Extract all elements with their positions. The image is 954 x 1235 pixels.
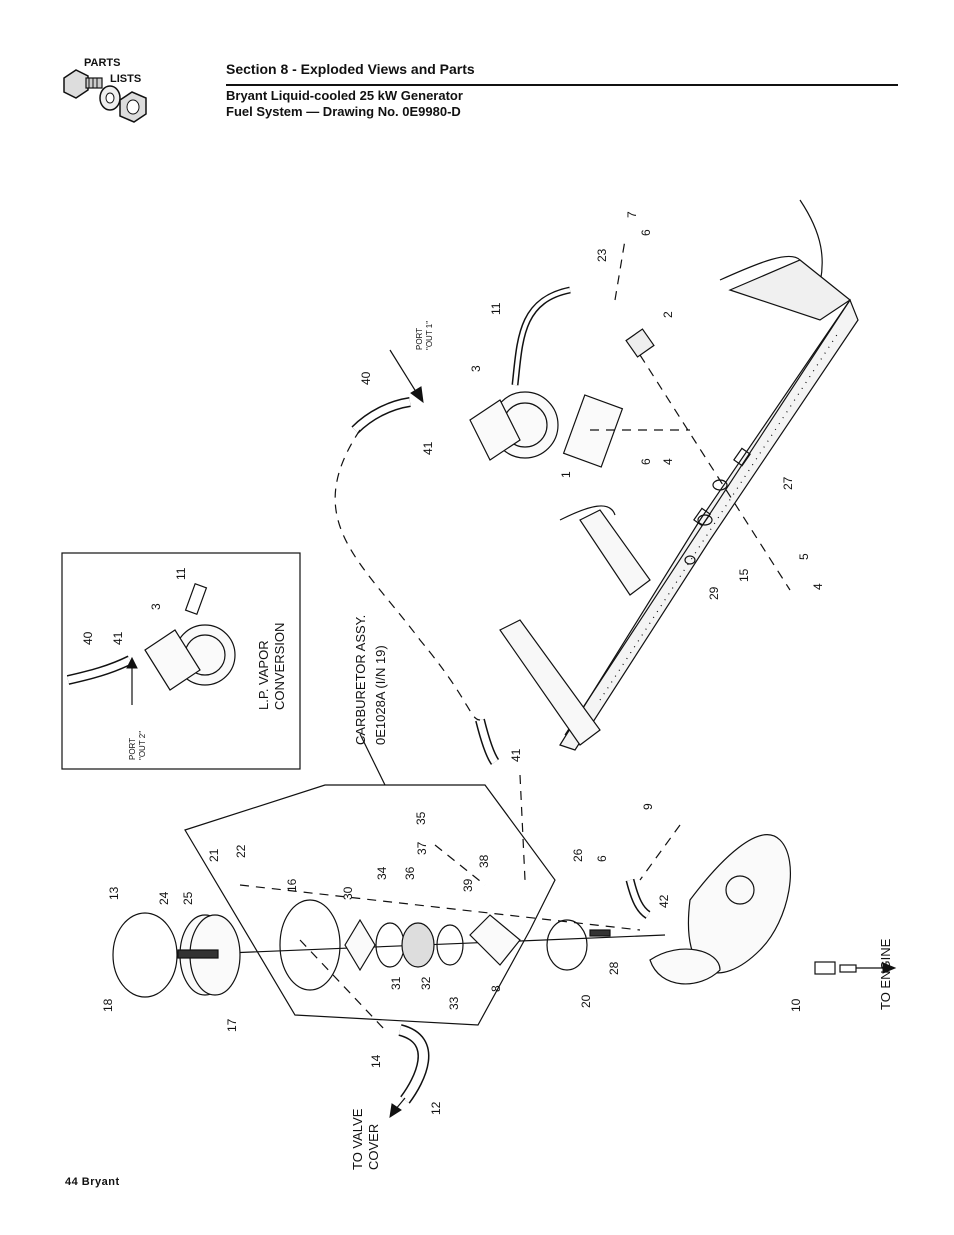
callout: 6: [639, 229, 653, 236]
carburetor-body: [469, 914, 521, 966]
callout: 6: [639, 458, 653, 465]
callout: 11: [174, 567, 188, 580]
port-out2-arrow-icon: [126, 656, 138, 669]
air-cleaner-assembly: [112, 912, 241, 998]
callout: 26: [571, 848, 585, 862]
callout: 34: [375, 866, 389, 880]
to-engine-label: TO ENGINE: [878, 938, 893, 1010]
logo-text-parts: PARTS: [84, 57, 121, 69]
port-out1-label: PORT "OUT 1": [415, 321, 434, 350]
callout: 28: [607, 961, 621, 975]
document-title-line2: Fuel System — Drawing No. 0E9980-D: [226, 104, 461, 119]
callout: 12: [429, 1101, 443, 1115]
inset-regulator: [144, 583, 236, 691]
callout: 8: [489, 985, 503, 992]
plate-16: [279, 899, 341, 991]
callout: 30: [341, 886, 355, 900]
callout: 9: [641, 803, 655, 810]
callout: 4: [811, 583, 825, 590]
callout: 13: [107, 886, 121, 900]
callout-numbers: 7 6 23 2 11 3 40 41 1 6 4 27 15 5 4 29 1…: [81, 211, 825, 1115]
callout: 3: [469, 365, 483, 372]
lp-vapor-label: L.P. VAPOR CONVERSION: [256, 623, 287, 710]
callout: 3: [149, 603, 163, 610]
page-footer: 44 Bryant: [65, 1176, 120, 1188]
callout: 24: [157, 891, 171, 905]
callout: 1: [559, 471, 573, 478]
callout: 7: [625, 211, 639, 218]
callout: 33: [447, 996, 461, 1010]
frame-rail: [499, 199, 859, 751]
callout: 20: [579, 994, 593, 1008]
callout: 42: [657, 894, 671, 908]
port-out2-label: PORT "OUT 2": [128, 731, 147, 760]
lp-vapor-inset-frame: [61, 552, 301, 770]
nut-bolt-icon: [63, 69, 147, 123]
engine-manifold: [649, 834, 857, 985]
callout: 23: [595, 248, 609, 262]
callout: 14: [369, 1054, 383, 1068]
callout: 17: [225, 1018, 239, 1032]
callout: 38: [477, 854, 491, 868]
callout: 10: [789, 998, 803, 1012]
logo-text-lists: LISTS: [110, 73, 142, 85]
callout: 32: [419, 976, 433, 990]
callout: 35: [414, 811, 428, 825]
callout: 36: [403, 866, 417, 880]
callout: 6: [595, 855, 609, 862]
to-engine-arrow-icon: [882, 962, 897, 974]
callout: 40: [359, 371, 373, 385]
document-title-line1: Bryant Liquid-cooled 25 kW Generator: [226, 88, 463, 103]
callout: 16: [285, 878, 299, 892]
callout: 18: [101, 998, 115, 1012]
callout: 4: [661, 458, 675, 465]
parts-lists-logo: PARTS LISTS: [58, 56, 158, 126]
callout: 29: [707, 586, 721, 600]
carburetor-assy-label: CARBURETOR ASSY. 0E1028A (I/N 19): [353, 611, 388, 745]
callout: 37: [415, 841, 429, 855]
callout: 41: [509, 748, 523, 762]
callout: 11: [489, 302, 503, 315]
callout: 41: [421, 441, 435, 455]
header-rule: [226, 84, 898, 86]
callout: 41: [111, 631, 125, 645]
to-valve-arrow-icon: [389, 1103, 402, 1119]
callout: 40: [81, 631, 95, 645]
document-title: Bryant Liquid-cooled 25 kW Generator Fue…: [226, 88, 463, 120]
callout: 15: [737, 568, 751, 582]
callout: 27: [781, 476, 795, 490]
callout: 31: [389, 976, 403, 990]
callout: 2: [661, 311, 675, 318]
callout: 22: [234, 844, 248, 858]
callout: 25: [181, 891, 195, 905]
callout: 39: [461, 878, 475, 892]
regulator-assembly: [469, 328, 655, 468]
callout: 21: [207, 848, 221, 862]
port-out1-arrow-icon: [410, 386, 424, 404]
to-valve-cover-label: TO VALVE COVER: [350, 1105, 381, 1170]
section-title: Section 8 - Exploded Views and Parts: [226, 61, 475, 77]
carburetor-assembly-outline: [184, 784, 556, 1026]
callout: 5: [797, 553, 811, 560]
